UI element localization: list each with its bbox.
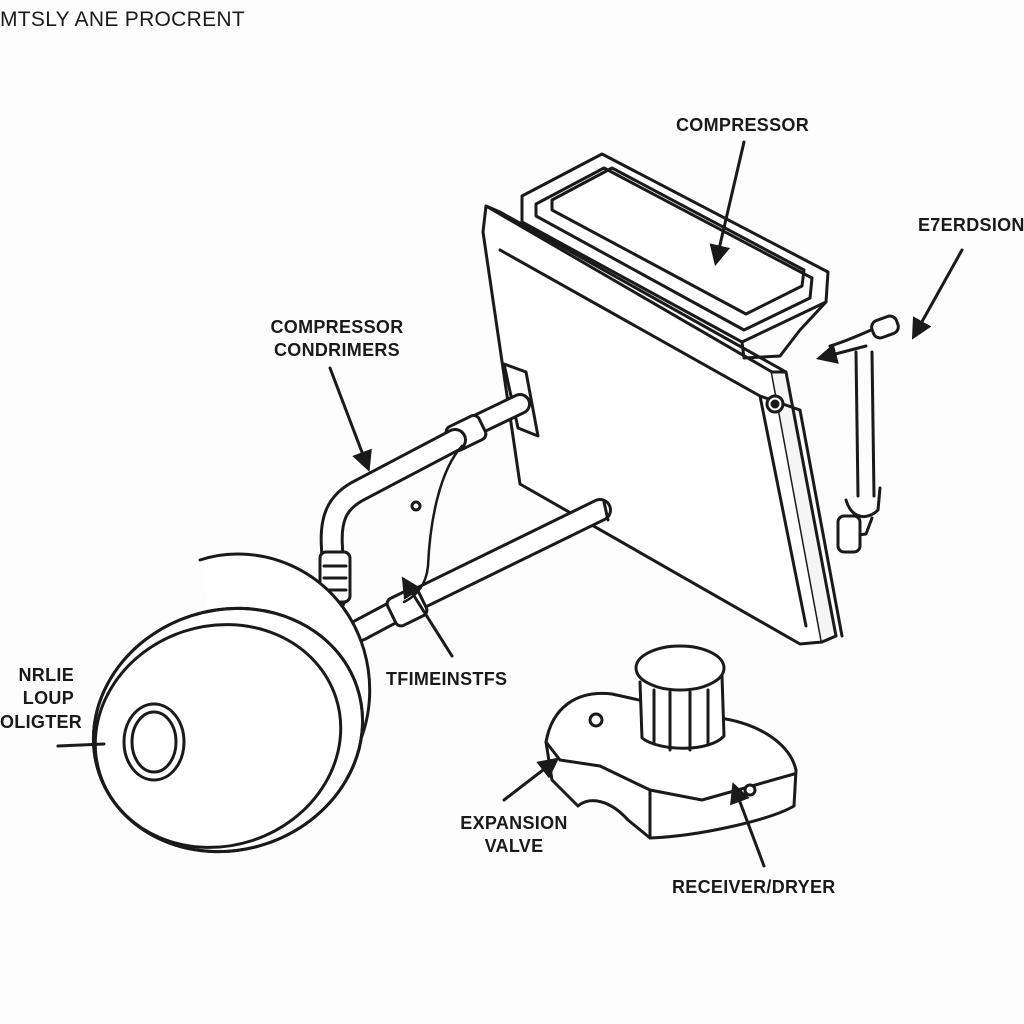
arrow-receiver <box>730 782 766 868</box>
label-expansion-top-right: E7ERDSION <box>918 215 1024 235</box>
condenser-panel <box>481 152 844 646</box>
label-left-cut-line1: NRLIE <box>18 665 74 685</box>
label-left-cut: NRLIE LOUP OLIGTER <box>0 664 83 734</box>
label-expansion-valve: EXPANSION VALVE <box>446 812 582 859</box>
label-compressor-condenser: COMPRESSOR CONDRIMERS <box>262 316 412 363</box>
label-receiver-dryer: RECEIVER/DRYER <box>672 877 836 897</box>
arrow-expansion-top <box>911 248 964 340</box>
arrow-condenser <box>328 366 372 472</box>
label-compressor-condenser-line1: COMPRESSOR <box>270 317 404 337</box>
label-center-pipe: TFIMEINSTFS <box>386 669 508 689</box>
arrow-center-pipe <box>401 576 454 658</box>
label-left-cut-line3: OLIGTER <box>0 711 83 732</box>
arrow-right-fitting <box>815 343 868 364</box>
diagram-title: MTSLY ANE PROCRENT <box>0 8 246 31</box>
label-compressor-condenser-line2: CONDRIMERS <box>273 340 400 361</box>
label-expansion-valve-line1: EXPANSION <box>460 813 568 833</box>
right-side-fittings <box>828 314 900 554</box>
expansion-valve-body <box>544 644 798 840</box>
label-expansion-valve-line2: VALVE <box>484 836 544 857</box>
arrow-expansion-valve <box>502 757 560 802</box>
compressor-drum <box>56 552 372 854</box>
label-compressor: COMPRESSOR <box>676 115 810 135</box>
label-left-cut-line2: LOUP <box>22 688 74 709</box>
arrow-compressor <box>709 140 746 267</box>
